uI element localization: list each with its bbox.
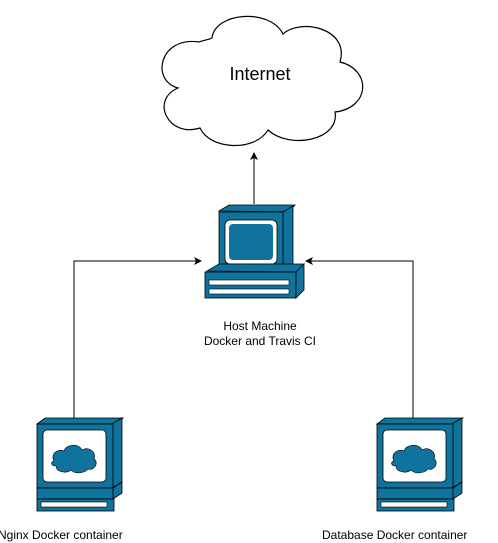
database-container-label: Database Docker container bbox=[322, 528, 468, 542]
connectors bbox=[73, 152, 414, 420]
nginx-to-host-arrow bbox=[73, 257, 202, 420]
database-screen-cloud bbox=[391, 444, 437, 474]
host-label-line2: Docker and Travis CI bbox=[203, 334, 317, 348]
nginx-computer-icon bbox=[35, 417, 125, 512]
host-label-line1: Host Machine bbox=[223, 319, 297, 333]
internet-label: Internet bbox=[229, 64, 291, 84]
database-to-host-arrow bbox=[305, 257, 414, 420]
host-label: Host Machine Docker and Travis CI bbox=[160, 319, 360, 349]
internet-cloud-icon bbox=[161, 15, 364, 147]
host-computer-icon bbox=[204, 204, 305, 299]
database-computer-icon bbox=[375, 417, 465, 512]
nginx-screen-cloud bbox=[51, 444, 97, 474]
nginx-container-label: Nginx Docker container bbox=[0, 528, 123, 542]
